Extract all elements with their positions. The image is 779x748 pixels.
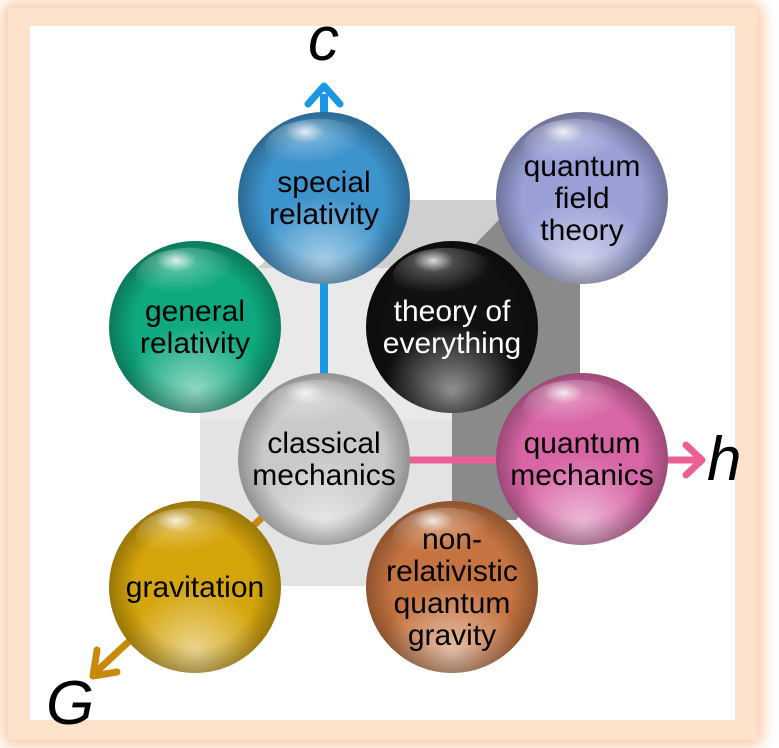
c-axis-label: c: [308, 5, 339, 74]
sphere-label-line: mechanics: [252, 459, 395, 492]
sphere-label-line: theory of: [394, 295, 511, 328]
sphere-label-line: relativity: [269, 198, 379, 231]
sphere-label-line: mechanics: [510, 459, 653, 492]
sphere-label-line: field: [554, 182, 609, 215]
h-axis-arrowhead: [682, 441, 706, 479]
sphere-gravitation: gravitation: [109, 501, 281, 673]
sphere-highlight: [392, 507, 500, 567]
sphere-label-line: gravity: [408, 619, 496, 652]
sphere-label-line: general: [145, 295, 245, 328]
sphere-label-line: relativistic: [386, 555, 518, 588]
spheres: specialrelativityquantumfieldtheorygener…: [109, 112, 668, 673]
sphere-highlight: [392, 247, 500, 307]
sphere-label-line: classical: [267, 427, 380, 460]
sphere-highlight: [135, 507, 243, 567]
sphere-label-line: gravitation: [126, 571, 264, 604]
sphere-label-line: quantum: [524, 150, 641, 183]
sphere-label-line: quantum: [394, 587, 511, 620]
h-axis-label: h: [707, 425, 741, 494]
sphere-label-line: quantum: [524, 427, 641, 460]
G-axis-arrowhead: [89, 646, 121, 680]
sphere-label-line: everything: [383, 327, 521, 360]
sphere-label-line: theory: [540, 214, 623, 247]
sphere-label-line: relativity: [140, 327, 250, 360]
sphere-highlight: [264, 379, 372, 439]
sphere-highlight: [522, 379, 630, 439]
c-axis-arrowhead: [304, 82, 344, 108]
sphere-highlight: [522, 118, 630, 178]
sphere-highlight: [264, 118, 372, 178]
G-axis-label: G: [46, 669, 94, 738]
sphere-label-line: non-: [422, 523, 482, 556]
sphere-highlight: [135, 247, 243, 307]
sphere-label-line: special: [277, 166, 370, 199]
